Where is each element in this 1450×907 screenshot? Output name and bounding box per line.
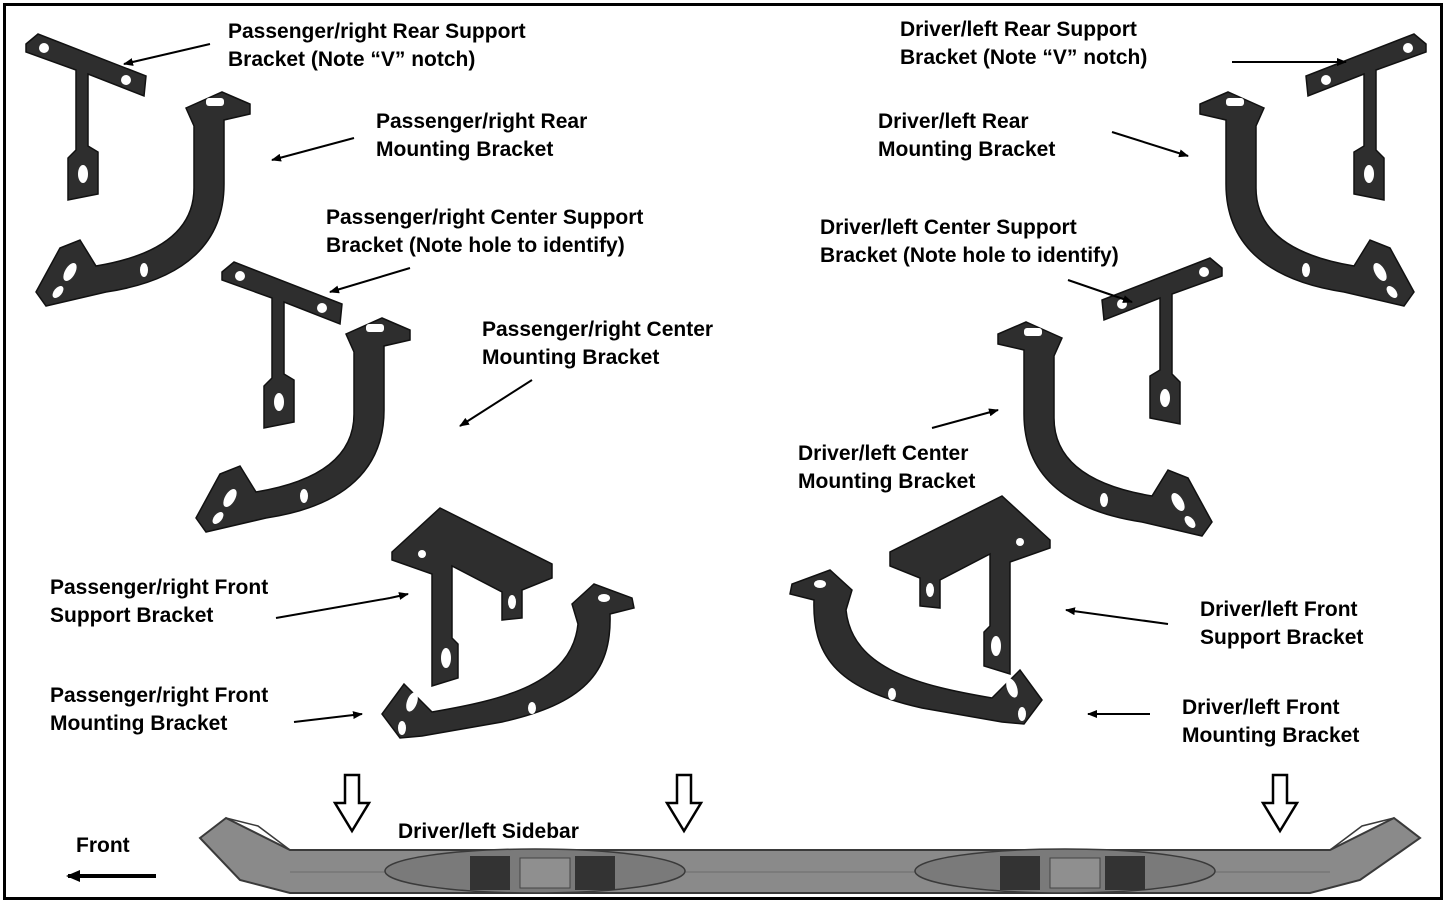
passenger-rear-support-bracket [25, 33, 147, 201]
down-arrow-icon [333, 773, 371, 833]
diagram-border [3, 3, 1443, 900]
leader-arrows [123, 43, 1347, 723]
driver-center-mounting-bracket [997, 321, 1213, 537]
label-driver-sidebar: Driver/left Sidebar [398, 820, 579, 843]
down-arrow-icon [665, 773, 703, 833]
step-pad-front [384, 848, 686, 894]
driver-front-support-bracket [889, 495, 1051, 675]
driver-sidebar-tube [198, 816, 1422, 894]
passenger-center-mounting-bracket [195, 317, 411, 533]
passenger-center-support-bracket [221, 261, 343, 429]
step-pad-rear [914, 848, 1216, 894]
driver-center-support-bracket [1101, 257, 1223, 425]
passenger-front-support-bracket [391, 507, 553, 687]
label-front: Front [76, 834, 130, 857]
driver-rear-support-bracket [1305, 33, 1427, 201]
down-arrow-icon [1261, 773, 1299, 833]
